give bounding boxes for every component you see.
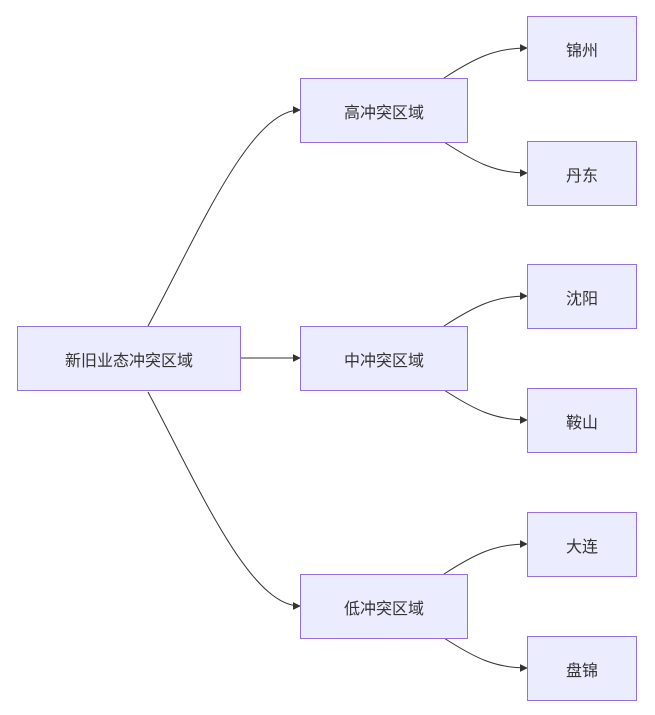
edge-root-to-low (147, 391, 301, 610)
city-node-label: 鞍山 (565, 412, 598, 432)
level-node-low: 低冲突区域 (300, 574, 468, 639)
level-node-label: 高冲突区域 (343, 102, 424, 122)
city-node: 大连 (527, 512, 637, 577)
root-node-label: 新旧业态冲突区域 (64, 350, 193, 370)
level-node-label: 中冲突区域 (343, 350, 424, 370)
city-node-label: 丹东 (565, 165, 598, 185)
edge-high-to-city-1 (443, 44, 528, 79)
city-node-label: 锦州 (565, 40, 598, 60)
edge-low-to-city-1 (443, 540, 528, 575)
city-node: 沈阳 (527, 264, 637, 329)
city-node: 锦州 (527, 16, 637, 81)
edge-mid-to-city-1 (443, 292, 528, 327)
city-node: 鞍山 (527, 388, 637, 453)
level-node-high: 高冲突区域 (300, 78, 468, 143)
edge-root-to-high (147, 106, 301, 327)
edge-high-to-city-2 (443, 141, 528, 177)
city-node-label: 盘锦 (565, 660, 598, 680)
edge-low-to-city-2 (443, 637, 528, 672)
city-node: 丹东 (527, 141, 637, 206)
level-node-mid: 中冲突区域 (300, 326, 468, 391)
city-node-label: 大连 (565, 536, 598, 556)
level-node-label: 低冲突区域 (343, 598, 424, 618)
city-node: 盘锦 (527, 636, 637, 701)
edge-mid-to-city-2 (443, 389, 528, 424)
city-node-label: 沈阳 (565, 288, 598, 308)
root-node: 新旧业态冲突区域 (17, 326, 241, 391)
